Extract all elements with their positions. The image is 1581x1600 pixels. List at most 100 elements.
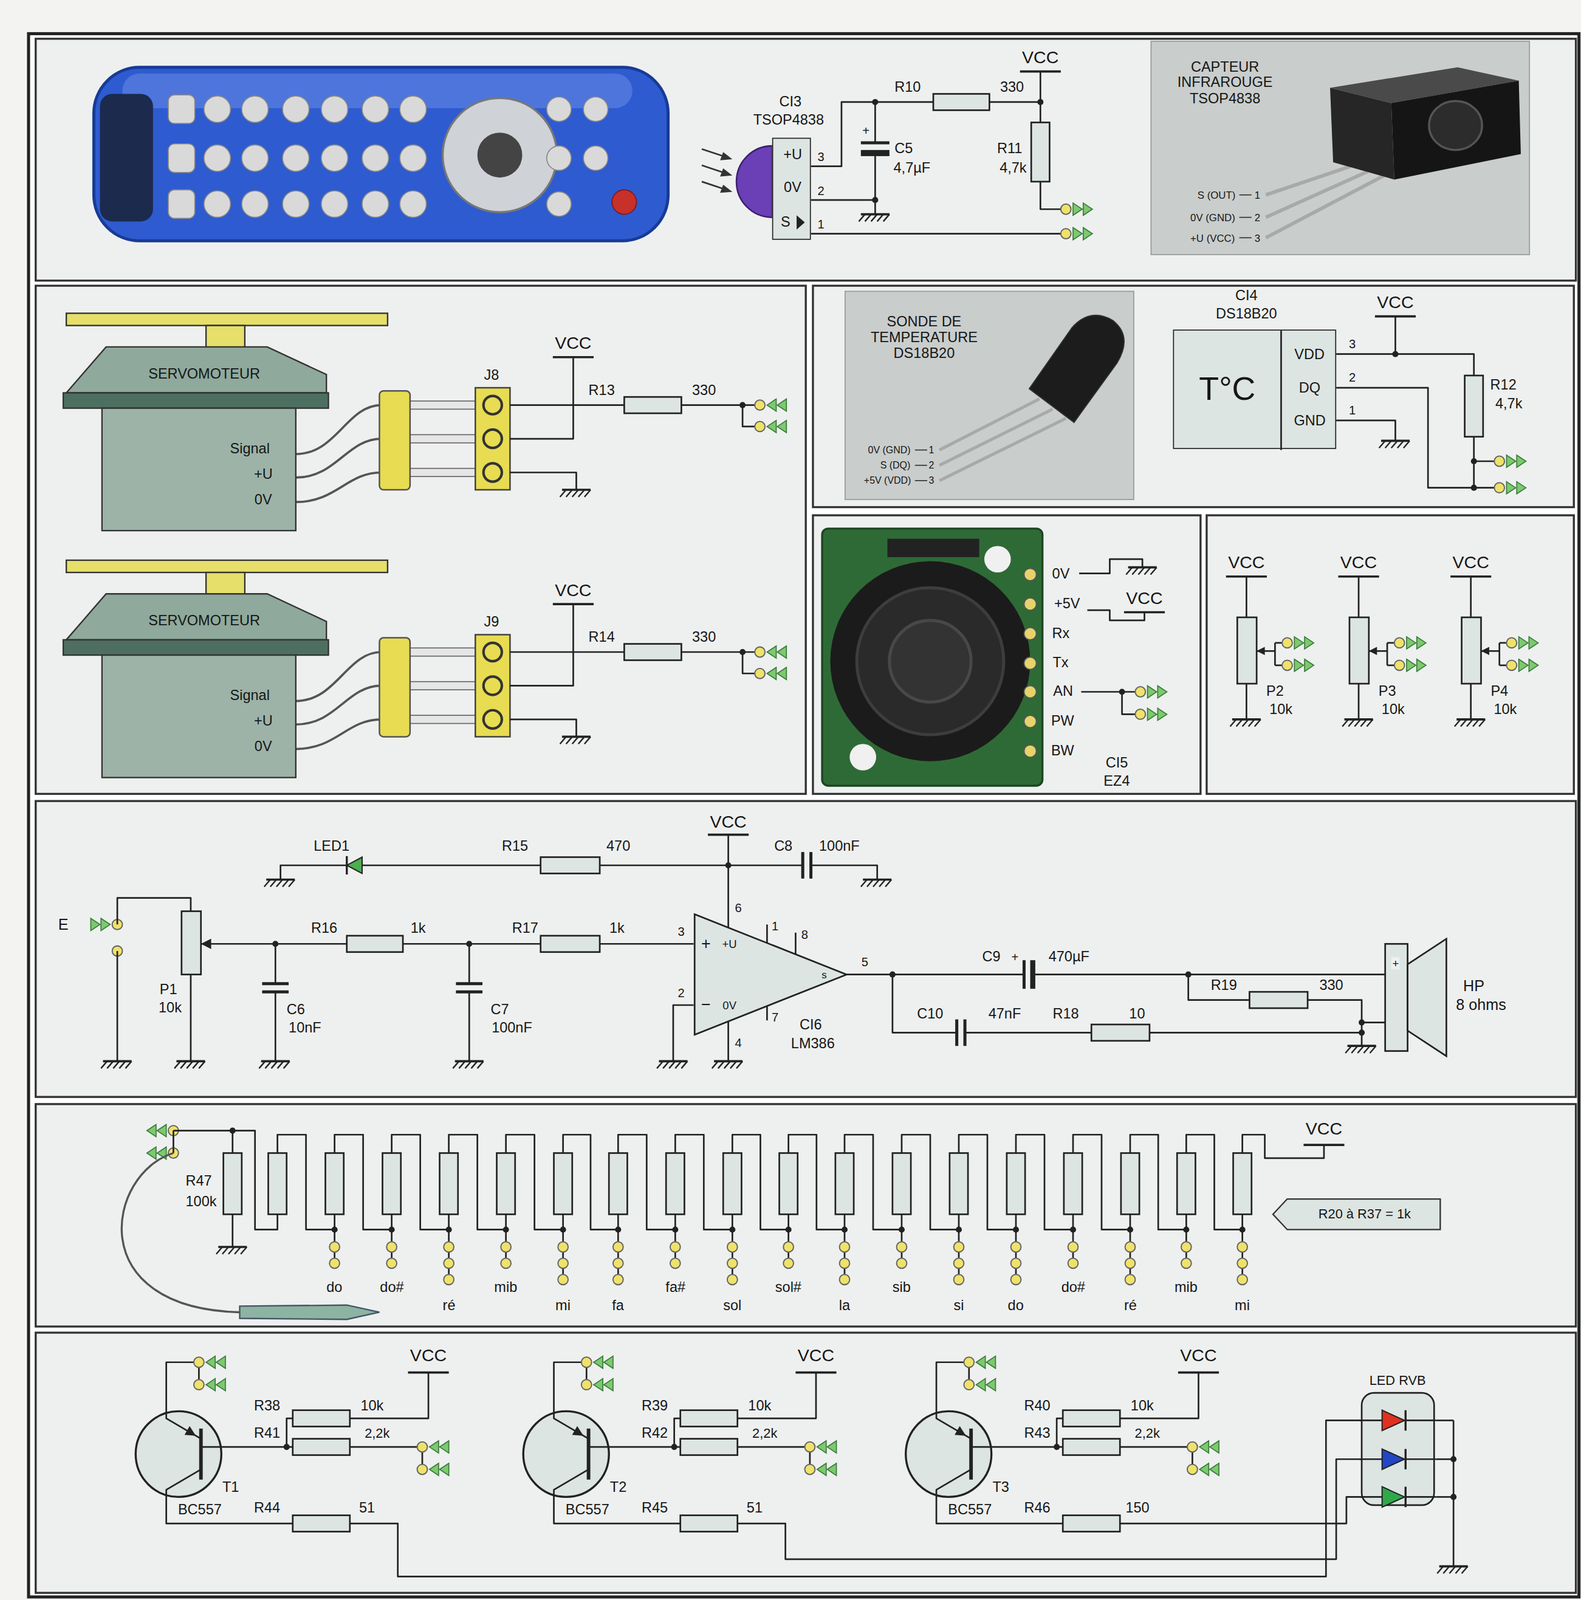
transistor-symbol bbox=[135, 1410, 222, 1497]
remote-button bbox=[362, 190, 389, 218]
connector-arrow bbox=[777, 667, 787, 680]
connector-arrow bbox=[1304, 636, 1314, 649]
component-label: CI6 bbox=[798, 1017, 823, 1033]
ultrasonic-transducer bbox=[856, 587, 1004, 735]
pin-leader bbox=[915, 449, 928, 451]
connector-pin bbox=[1060, 228, 1072, 239]
servo-arm bbox=[66, 313, 388, 326]
connector-pin bbox=[1494, 482, 1505, 493]
node-text: +5V (VDD) bbox=[864, 475, 912, 487]
wire bbox=[1469, 683, 1472, 720]
panel bbox=[35, 285, 806, 794]
wire bbox=[509, 603, 573, 686]
component-label: 10k bbox=[359, 1398, 385, 1414]
wire bbox=[599, 943, 694, 945]
component-label: 3 bbox=[676, 924, 686, 939]
board-pad bbox=[1023, 656, 1036, 669]
panel bbox=[812, 285, 1574, 507]
ground-symbol bbox=[1345, 1045, 1352, 1053]
speaker-symbol bbox=[1385, 943, 1408, 1051]
remote-dpad bbox=[477, 132, 523, 178]
component-label: 10k bbox=[157, 1000, 183, 1016]
connector-pin bbox=[1011, 1274, 1022, 1285]
connector-pin bbox=[329, 1241, 340, 1253]
ground-symbol bbox=[584, 736, 591, 744]
connector-arrow bbox=[100, 918, 110, 931]
connector-pin bbox=[500, 1257, 511, 1269]
remote-button bbox=[241, 144, 269, 172]
transistor-symbol bbox=[572, 1426, 584, 1436]
component-label: 8 ohms bbox=[1455, 996, 1508, 1014]
junction-dot bbox=[898, 1226, 905, 1233]
ground-symbol bbox=[283, 1060, 290, 1069]
servo-cable bbox=[295, 472, 382, 502]
board-pad bbox=[1023, 627, 1036, 640]
ground-symbol bbox=[464, 1060, 471, 1069]
transistor-symbol bbox=[905, 1410, 992, 1497]
wire bbox=[766, 1006, 769, 1021]
connector-pin bbox=[839, 1257, 851, 1269]
wire bbox=[232, 1130, 278, 1230]
junction-dot bbox=[871, 196, 878, 203]
panel bbox=[35, 800, 1577, 1097]
wire bbox=[737, 1372, 817, 1419]
component-label: 2 bbox=[816, 184, 826, 199]
connector-pin bbox=[670, 1257, 681, 1269]
wire bbox=[964, 1031, 1092, 1034]
wire bbox=[274, 991, 277, 1061]
chip-lead bbox=[939, 408, 1053, 465]
servo-motor: SERVOMOTEURSignal+U0V bbox=[63, 558, 390, 781]
connector-pin bbox=[1282, 659, 1293, 671]
wire bbox=[468, 991, 471, 1061]
component-label: + bbox=[861, 123, 871, 138]
component-label: Rx bbox=[1051, 625, 1071, 642]
panel bbox=[35, 1332, 1577, 1593]
node-text: S (DQ) bbox=[880, 459, 911, 471]
wire bbox=[1149, 1031, 1362, 1034]
component-label: E bbox=[57, 915, 70, 933]
servo-cable bbox=[295, 651, 382, 702]
junction-dot bbox=[672, 1226, 679, 1233]
wire bbox=[172, 1130, 175, 1154]
connector-arrow bbox=[216, 1356, 226, 1369]
capacitor-symbol bbox=[955, 1019, 959, 1047]
connector-pin bbox=[329, 1257, 340, 1269]
connector-arrow bbox=[1406, 659, 1416, 672]
remote-button bbox=[241, 190, 269, 218]
component-label: CI3 bbox=[778, 93, 803, 110]
component-label: 10k bbox=[1492, 701, 1518, 718]
wire bbox=[1498, 642, 1501, 666]
resistor-symbol bbox=[1349, 617, 1369, 684]
node-text: DQ bbox=[1299, 380, 1321, 397]
connector-arrow bbox=[826, 1463, 837, 1476]
connector-pin bbox=[727, 1274, 738, 1285]
output-mark bbox=[796, 215, 805, 230]
supply-label: VCC bbox=[1179, 1345, 1219, 1365]
component-label: R42 bbox=[640, 1425, 669, 1442]
ground-symbol bbox=[119, 1060, 126, 1069]
connector-pin bbox=[1237, 1274, 1248, 1285]
ground-symbol bbox=[277, 1060, 284, 1069]
component-label: LM386 bbox=[789, 1035, 836, 1052]
ground-symbol bbox=[1342, 719, 1349, 727]
component-label: P3 bbox=[1377, 683, 1397, 700]
node-text: 2 bbox=[1254, 211, 1261, 223]
wire bbox=[1080, 690, 1140, 693]
node-text: R20 à R37 = 1k bbox=[1318, 1206, 1411, 1222]
remote-button bbox=[399, 96, 427, 123]
node-text: + bbox=[701, 934, 711, 953]
chip-lead bbox=[1265, 166, 1351, 196]
pin-header bbox=[483, 396, 502, 415]
connector-arrow bbox=[777, 420, 787, 433]
ground-symbol bbox=[1248, 719, 1255, 727]
connector-arrow bbox=[1157, 685, 1167, 698]
supply-label: VCC bbox=[1376, 292, 1416, 312]
supply-label: VCC bbox=[796, 1345, 836, 1365]
note-label: do# bbox=[1060, 1279, 1087, 1296]
connector-arrow bbox=[1516, 481, 1526, 494]
junction-dot bbox=[1127, 1226, 1134, 1233]
ground-symbol bbox=[271, 1060, 278, 1069]
wire bbox=[901, 1134, 959, 1230]
component-label: DS18B20 bbox=[1214, 306, 1278, 323]
ground-symbol bbox=[1254, 719, 1261, 727]
